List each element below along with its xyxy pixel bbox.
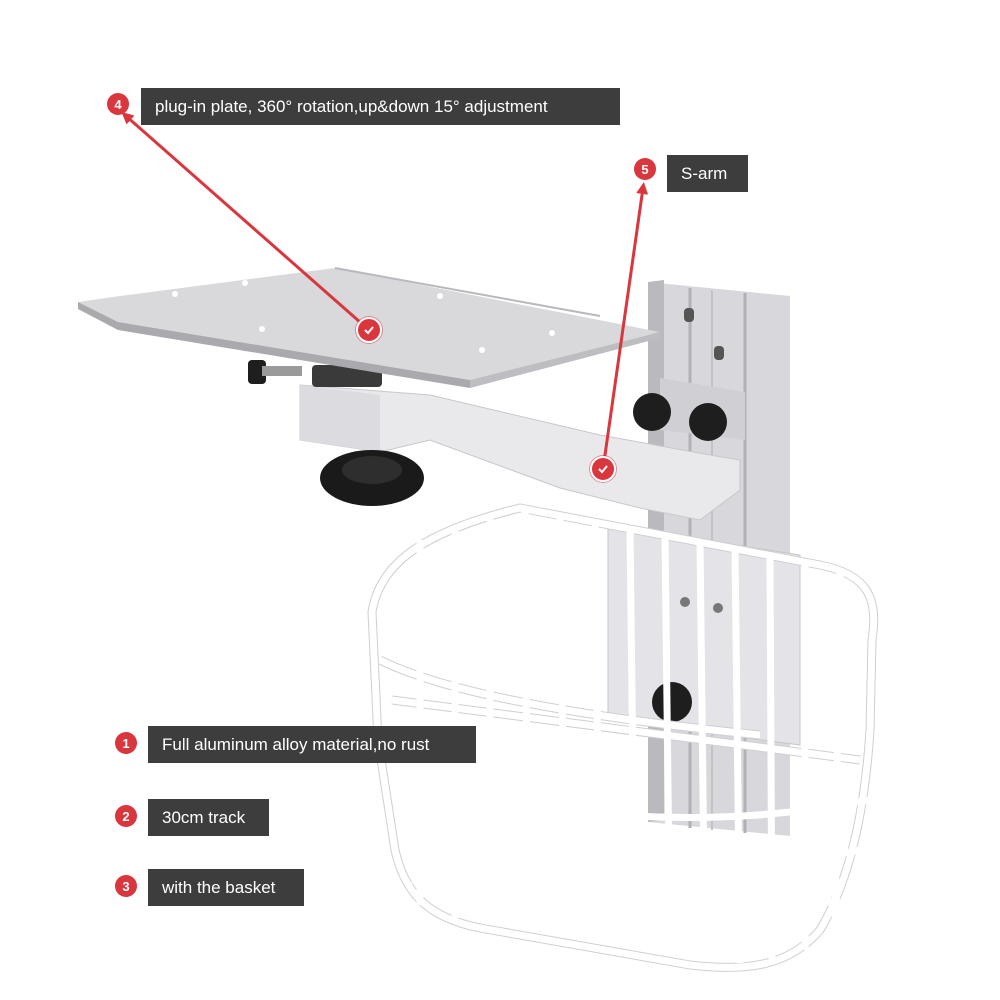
plate-knob	[248, 360, 302, 384]
pointer-line-4	[121, 112, 370, 332]
check-icon	[356, 317, 382, 343]
callout-label-basket: with the basket	[148, 869, 304, 906]
upper-clamp	[633, 378, 745, 441]
check-icon	[590, 456, 616, 482]
pointer-line-5	[601, 182, 649, 470]
rail-knob	[652, 682, 692, 722]
height-knob	[320, 450, 424, 506]
callout-label-track: 30cm track	[148, 799, 269, 836]
callout-number-badge: 2	[115, 805, 137, 827]
callout-label-s-arm: S-arm	[667, 155, 748, 192]
callout-number-badge: 3	[115, 875, 137, 897]
wire-basket	[367, 503, 879, 972]
callout-label-plug-in-plate: plug-in plate, 360° rotation,up&down 15°…	[141, 88, 620, 125]
s-arm	[299, 365, 741, 521]
callout-number-badge: 4	[107, 93, 129, 115]
callout-number-badge: 1	[115, 732, 137, 754]
callout-label-aluminum-alloy: Full aluminum alloy material,no rust	[148, 726, 476, 763]
callout-number-badge: 5	[634, 158, 656, 180]
